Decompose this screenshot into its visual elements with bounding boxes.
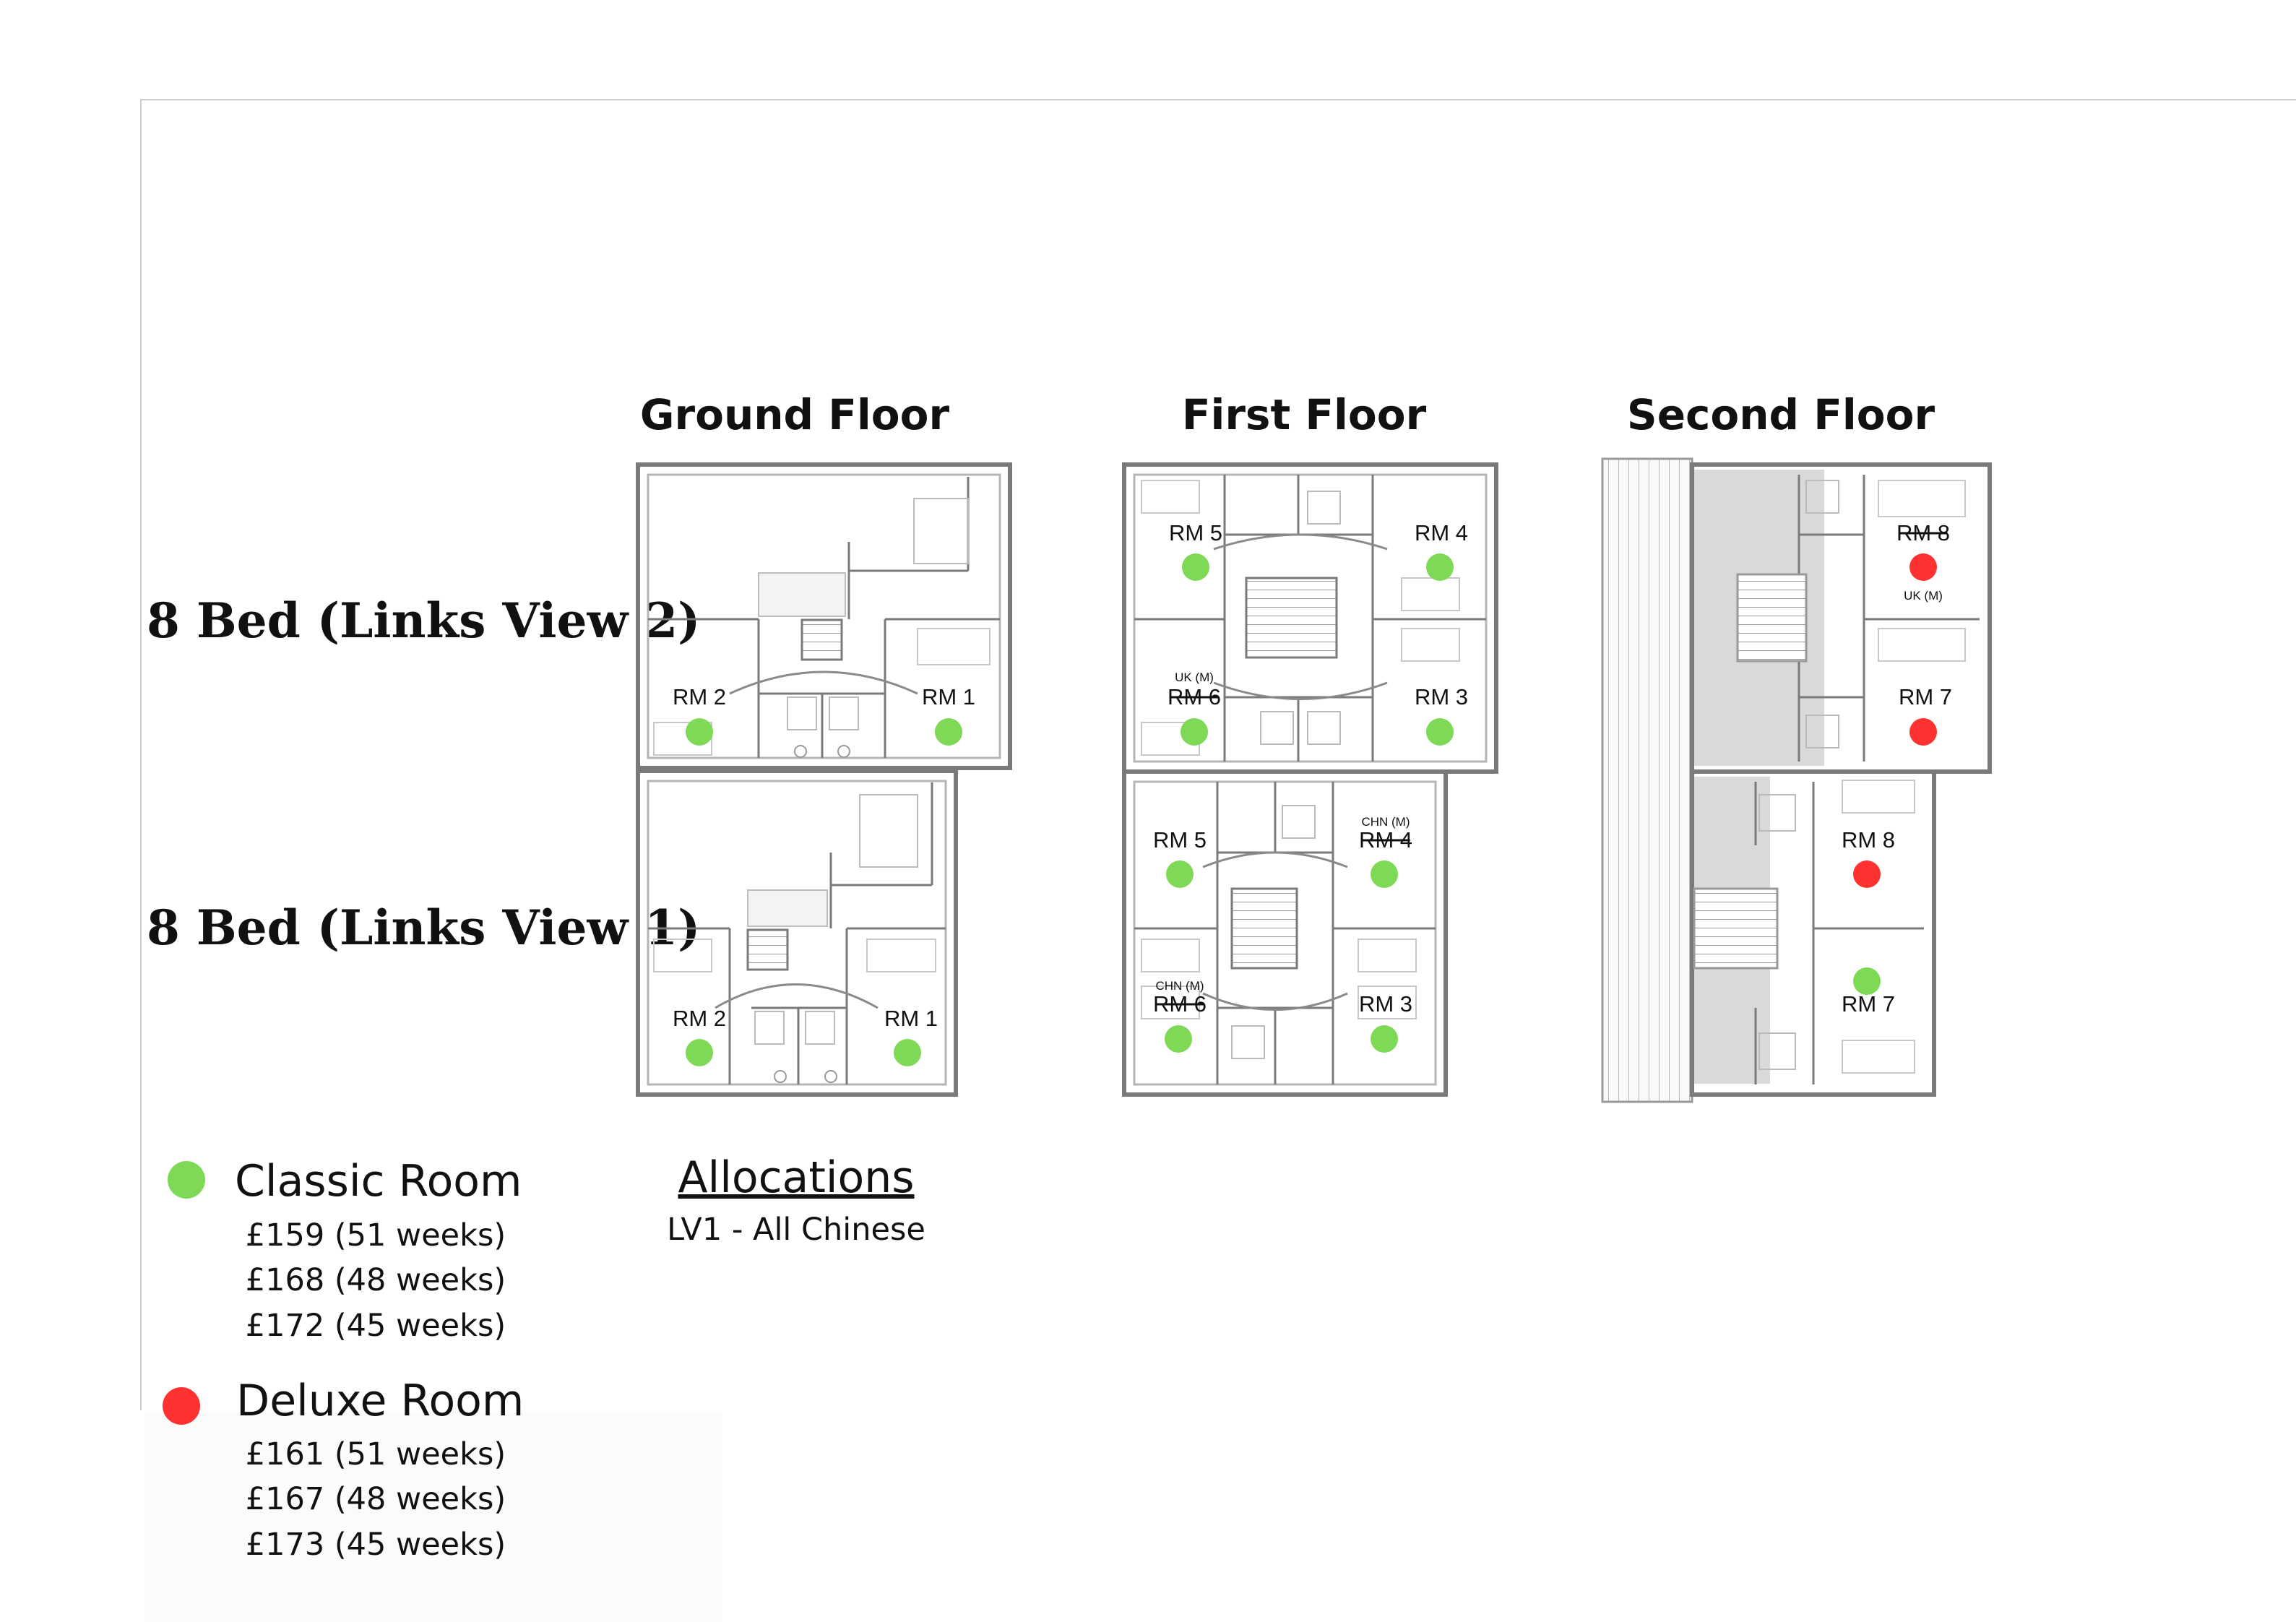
page-frame-top [140,99,2296,100]
ground-floor-title: Ground Floor [639,390,950,439]
room-dot-lv1-g-rm1[interactable] [894,1039,921,1066]
room-dot-lv2-s-rm7[interactable] [1909,718,1937,746]
room-dot-lv2-f-rm3[interactable] [1426,718,1454,746]
room-dot-lv1-s-rm8[interactable] [1853,860,1881,888]
deluxe-price-45: £173 (45 weeks) [245,1527,506,1563]
room-note-lv1-f-rm6: CHN (M) [1155,979,1204,993]
room-label-lv1-s-rm7: RM 7 [1842,991,1895,1017]
room-dot-lv1-g-rm2[interactable] [686,1039,713,1066]
room-label-lv1-f-rm3: RM 3 [1359,991,1412,1017]
room-dot-lv2-s-rm8[interactable] [1909,553,1937,581]
deluxe-room-legend-title: Deluxe Room [236,1376,525,1426]
classic-room-legend-title: Classic Room [235,1156,522,1207]
room-dot-lv2-f-rm4[interactable] [1426,553,1454,581]
room-label-lv2-f-rm3: RM 3 [1415,684,1468,709]
room-label-lv1-f-rm5: RM 5 [1153,827,1207,853]
room-dot-lv1-f-rm4[interactable] [1371,860,1398,888]
classic-price-48: £168 (48 weeks) [245,1262,506,1298]
row-label-links-view-2: 8 Bed (Links View 2) [147,592,701,649]
room-dot-lv1-f-rm5[interactable] [1166,860,1194,888]
page-frame-left [140,99,142,1410]
first-floor-lv1-plan [1122,769,1448,1097]
room-dot-lv2-f-rm5[interactable] [1182,553,1209,581]
classic-room-legend-dot [168,1161,205,1199]
first-floor-title: First Floor [1181,390,1427,439]
ground-floor-lv1-plan [636,769,958,1097]
room-note-lv1-f-rm4: CHN (M) [1361,815,1410,829]
ground-floor-lv2-plan [636,462,1012,770]
room-dot-lv2-f-rm6[interactable] [1181,718,1208,746]
room-label-lv2-g-rm1: RM 1 [922,684,975,709]
deluxe-price-48: £167 (48 weeks) [245,1481,506,1517]
room-dot-lv1-f-rm3[interactable] [1371,1025,1398,1053]
room-label-lv2-s-rm7: RM 7 [1899,684,1952,709]
room-note-lv2-f-rm6: UK (M) [1175,670,1214,684]
room-dot-lv1-s-rm7[interactable] [1853,967,1881,995]
classic-price-45: £172 (45 weeks) [245,1308,506,1344]
room-label-lv2-f-rm4: RM 4 [1415,520,1468,545]
room-dot-lv1-f-rm6[interactable] [1165,1025,1192,1053]
row-label-links-view-1: 8 Bed (Links View 1) [147,900,701,956]
room-note-lv2-s-rm8: UK (M) [1904,589,1943,603]
room-label-lv2-g-rm2: RM 2 [673,684,726,709]
room-label-lv1-g-rm2: RM 2 [673,1006,726,1031]
legend-background [144,1412,722,1622]
allocations-title: Allocations [678,1152,915,1203]
deluxe-price-51: £161 (51 weeks) [245,1436,506,1472]
room-label-lv1-s-rm8: RM 8 [1842,827,1895,853]
room-dot-lv2-g-rm2[interactable] [686,718,713,746]
classic-price-51: £159 (51 weeks) [245,1217,506,1254]
first-floor-lv2-plan [1122,462,1498,774]
allocations-text: LV1 - All Chinese [667,1212,925,1248]
second-floor-title: Second Floor [1626,390,1935,439]
room-label-lv1-g-rm1: RM 1 [884,1006,938,1031]
room-label-lv2-f-rm5: RM 5 [1169,520,1222,545]
room-dot-lv2-g-rm1[interactable] [935,718,962,746]
second-floor-plan [1601,457,1992,1103]
deluxe-room-legend-dot [163,1387,200,1425]
